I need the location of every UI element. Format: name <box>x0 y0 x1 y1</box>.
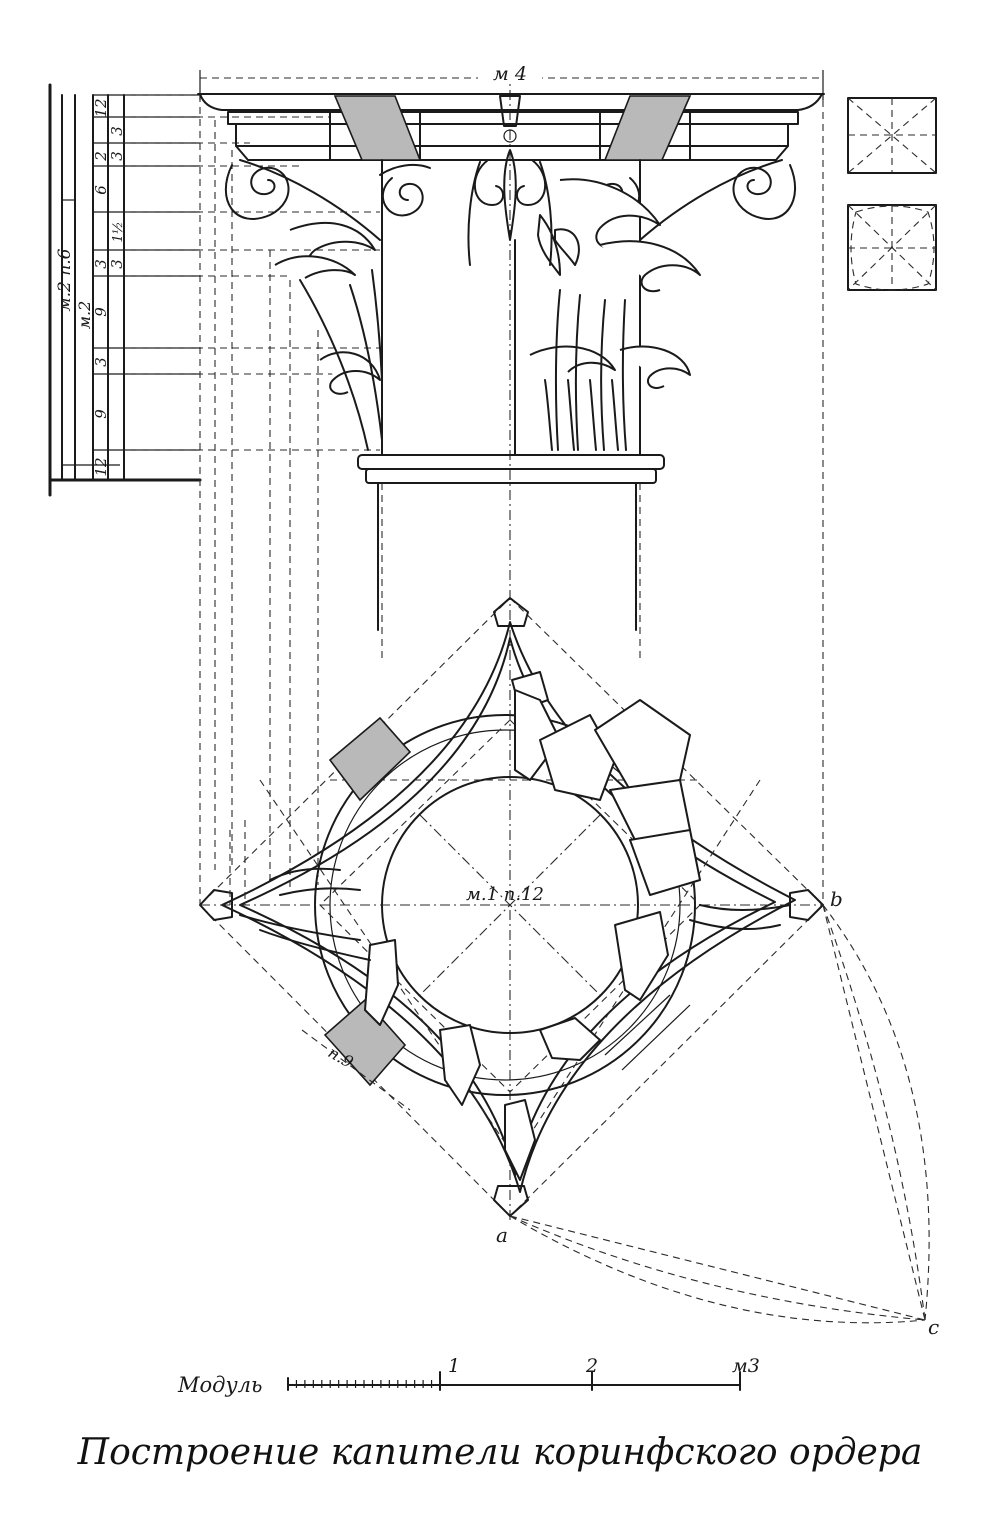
scale-a-3: 3 <box>92 259 110 269</box>
scale-bar-label: Модуль <box>177 1373 262 1397</box>
acanthus-leaves-left <box>274 222 383 451</box>
scale-a-1: 2 <box>92 151 110 162</box>
width-dimension: м 4 <box>199 62 824 100</box>
scale-a-5: 3 <box>92 357 110 367</box>
width-label: м 4 <box>493 63 527 85</box>
scale-a-7: 12 <box>92 457 110 476</box>
total-height-label: м.2 п.6 <box>55 248 75 311</box>
scale-b-3: 3 <box>108 259 126 269</box>
acanthus-leaves-right <box>467 161 701 456</box>
scale-b-2: 1½ <box>111 222 126 243</box>
point-a-label: a <box>496 1223 508 1247</box>
module-scale-bar <box>287 1371 741 1391</box>
plan-center-label: м.1 п.12 <box>466 884 544 905</box>
scale-b-0: 3 <box>108 126 126 136</box>
plan-view <box>199 597 824 1217</box>
scale-tick-3: м3 <box>732 1355 760 1377</box>
scale-a-4: 9 <box>92 307 110 317</box>
scale-b-1: 3 <box>108 151 126 161</box>
scale-tick-2: 2 <box>585 1355 598 1377</box>
scale-a-0: 12 <box>92 98 110 117</box>
module-scale-column <box>48 83 202 497</box>
scale-tick-1: 1 <box>448 1355 460 1377</box>
abacus <box>197 93 825 161</box>
drawing-title: Построение капители коринфского ордера <box>77 1432 923 1473</box>
abacus-block-details <box>847 97 937 291</box>
point-b-label: b <box>830 887 843 911</box>
partial-height-label: м.2 <box>75 301 94 330</box>
scale-column-b-labels: 3 3 1½ 3 <box>108 126 126 269</box>
scale-column-a-labels: 12 2 6 3 9 3 9 12 <box>92 98 110 476</box>
scale-a-6: 9 <box>92 409 110 419</box>
point-c-label: c <box>928 1315 939 1339</box>
elevation-construction-lines <box>124 70 824 1220</box>
construction-arcs <box>509 904 930 1324</box>
scale-a-2: 6 <box>92 185 110 195</box>
